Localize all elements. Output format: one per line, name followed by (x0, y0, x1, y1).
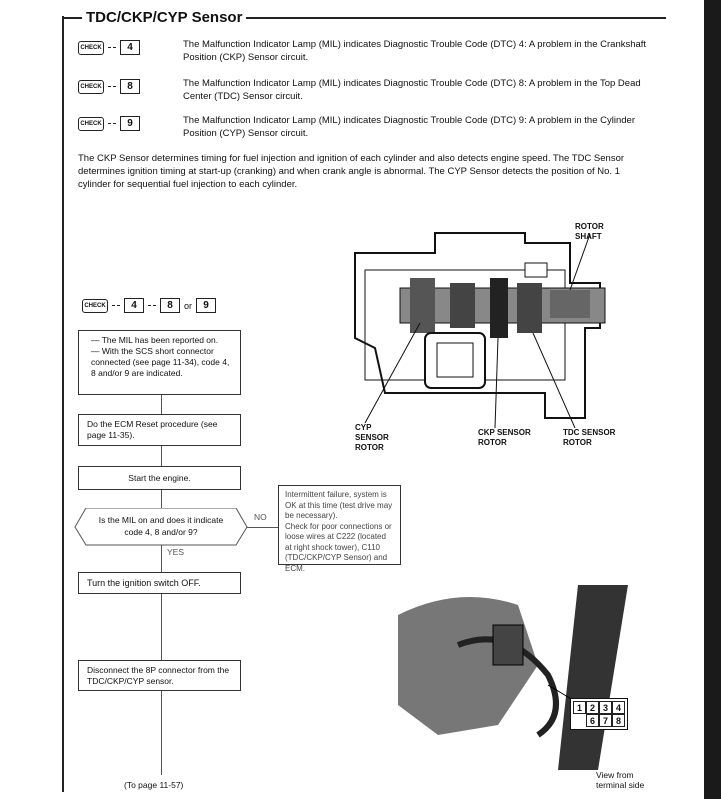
dtc-code: 4 (120, 40, 140, 55)
flow-box-symptom: — The MIL has been reported on.— With th… (78, 330, 241, 395)
pin: 2 (586, 701, 599, 714)
decision-text: Is the MIL on and does it indicate code … (98, 515, 224, 537)
rotor-cross-section-diagram (354, 232, 606, 428)
dtc-code: 8 (160, 298, 180, 313)
decision-diamond (74, 508, 248, 546)
flow-box-ecm-reset: Do the ECM Reset procedure (see page 11-… (78, 414, 241, 446)
intermittent-text: Intermittent failure, system is OK at th… (285, 490, 393, 520)
scan-edge (704, 0, 721, 799)
symptom-line: — With the SCS short connector connected… (91, 346, 230, 378)
connector-caption: View from terminal side (596, 770, 645, 790)
ckp-rotor-label: CKP SENSOR ROTOR (478, 428, 531, 447)
pin: 1 (573, 701, 586, 714)
pin: 3 (599, 701, 612, 714)
tdc-rotor-label: TDC SENSOR ROTOR (563, 428, 616, 447)
yes-label: YES (167, 547, 185, 557)
section-title: TDC/CKP/CYP Sensor (82, 9, 247, 26)
no-label: NO (254, 512, 267, 522)
sensor-location-photo (398, 585, 673, 770)
sensor-description: The CKP Sensor determines timing for fue… (78, 153, 625, 190)
dtc-code: 4 (124, 298, 144, 313)
no-connector (245, 527, 278, 528)
cyp-rotor-label: CYP SENSOR ROTOR (355, 423, 389, 452)
dtc-description: The Malfunction Indicator Lamp (MIL) ind… (183, 78, 641, 102)
dtc-indicator-9: CHECK 9 (78, 116, 140, 131)
symptom-line: — The MIL has been reported on. (91, 335, 219, 345)
dtc-indicator-4: CHECK 4 (78, 40, 140, 55)
rotor-shaft-label: ROTOR SHAFT (575, 222, 604, 241)
dtc-indicator-8: CHECK 8 (78, 79, 140, 94)
mil-lamp-icon: CHECK (78, 40, 104, 55)
pin: 4 (612, 701, 625, 714)
dtc-code: 9 (120, 116, 140, 131)
page-left-border (62, 16, 64, 792)
check-text: Check for poor connections or loose wire… (285, 521, 392, 573)
pin: 7 (599, 714, 612, 727)
pin: 6 (586, 714, 599, 727)
dtc-description: The Malfunction Indicator Lamp (MIL) ind… (183, 39, 647, 63)
or-label: or (184, 300, 193, 311)
flow-box-disconnect: Disconnect the 8P connector from the TDC… (78, 660, 241, 691)
pin: 8 (612, 714, 625, 727)
dtc-description: The Malfunction Indicator Lamp (MIL) ind… (183, 115, 635, 139)
to-page-link[interactable]: (To page 11-57) (124, 780, 184, 790)
flow-box-intermittent: Intermittent failure, system is OK at th… (278, 485, 401, 573)
mil-lamp-icon: CHECK (82, 298, 108, 313)
mil-lamp-icon: CHECK (78, 79, 104, 94)
flow-box-ignition-off: Turn the ignition switch OFF. (78, 572, 241, 594)
flow-box-start-engine: Start the engine. (78, 466, 241, 490)
dtc-code: 9 (196, 298, 217, 313)
title-rule (62, 17, 666, 19)
mil-lamp-icon: CHECK (78, 116, 104, 131)
dtc-code: 8 (120, 79, 140, 94)
